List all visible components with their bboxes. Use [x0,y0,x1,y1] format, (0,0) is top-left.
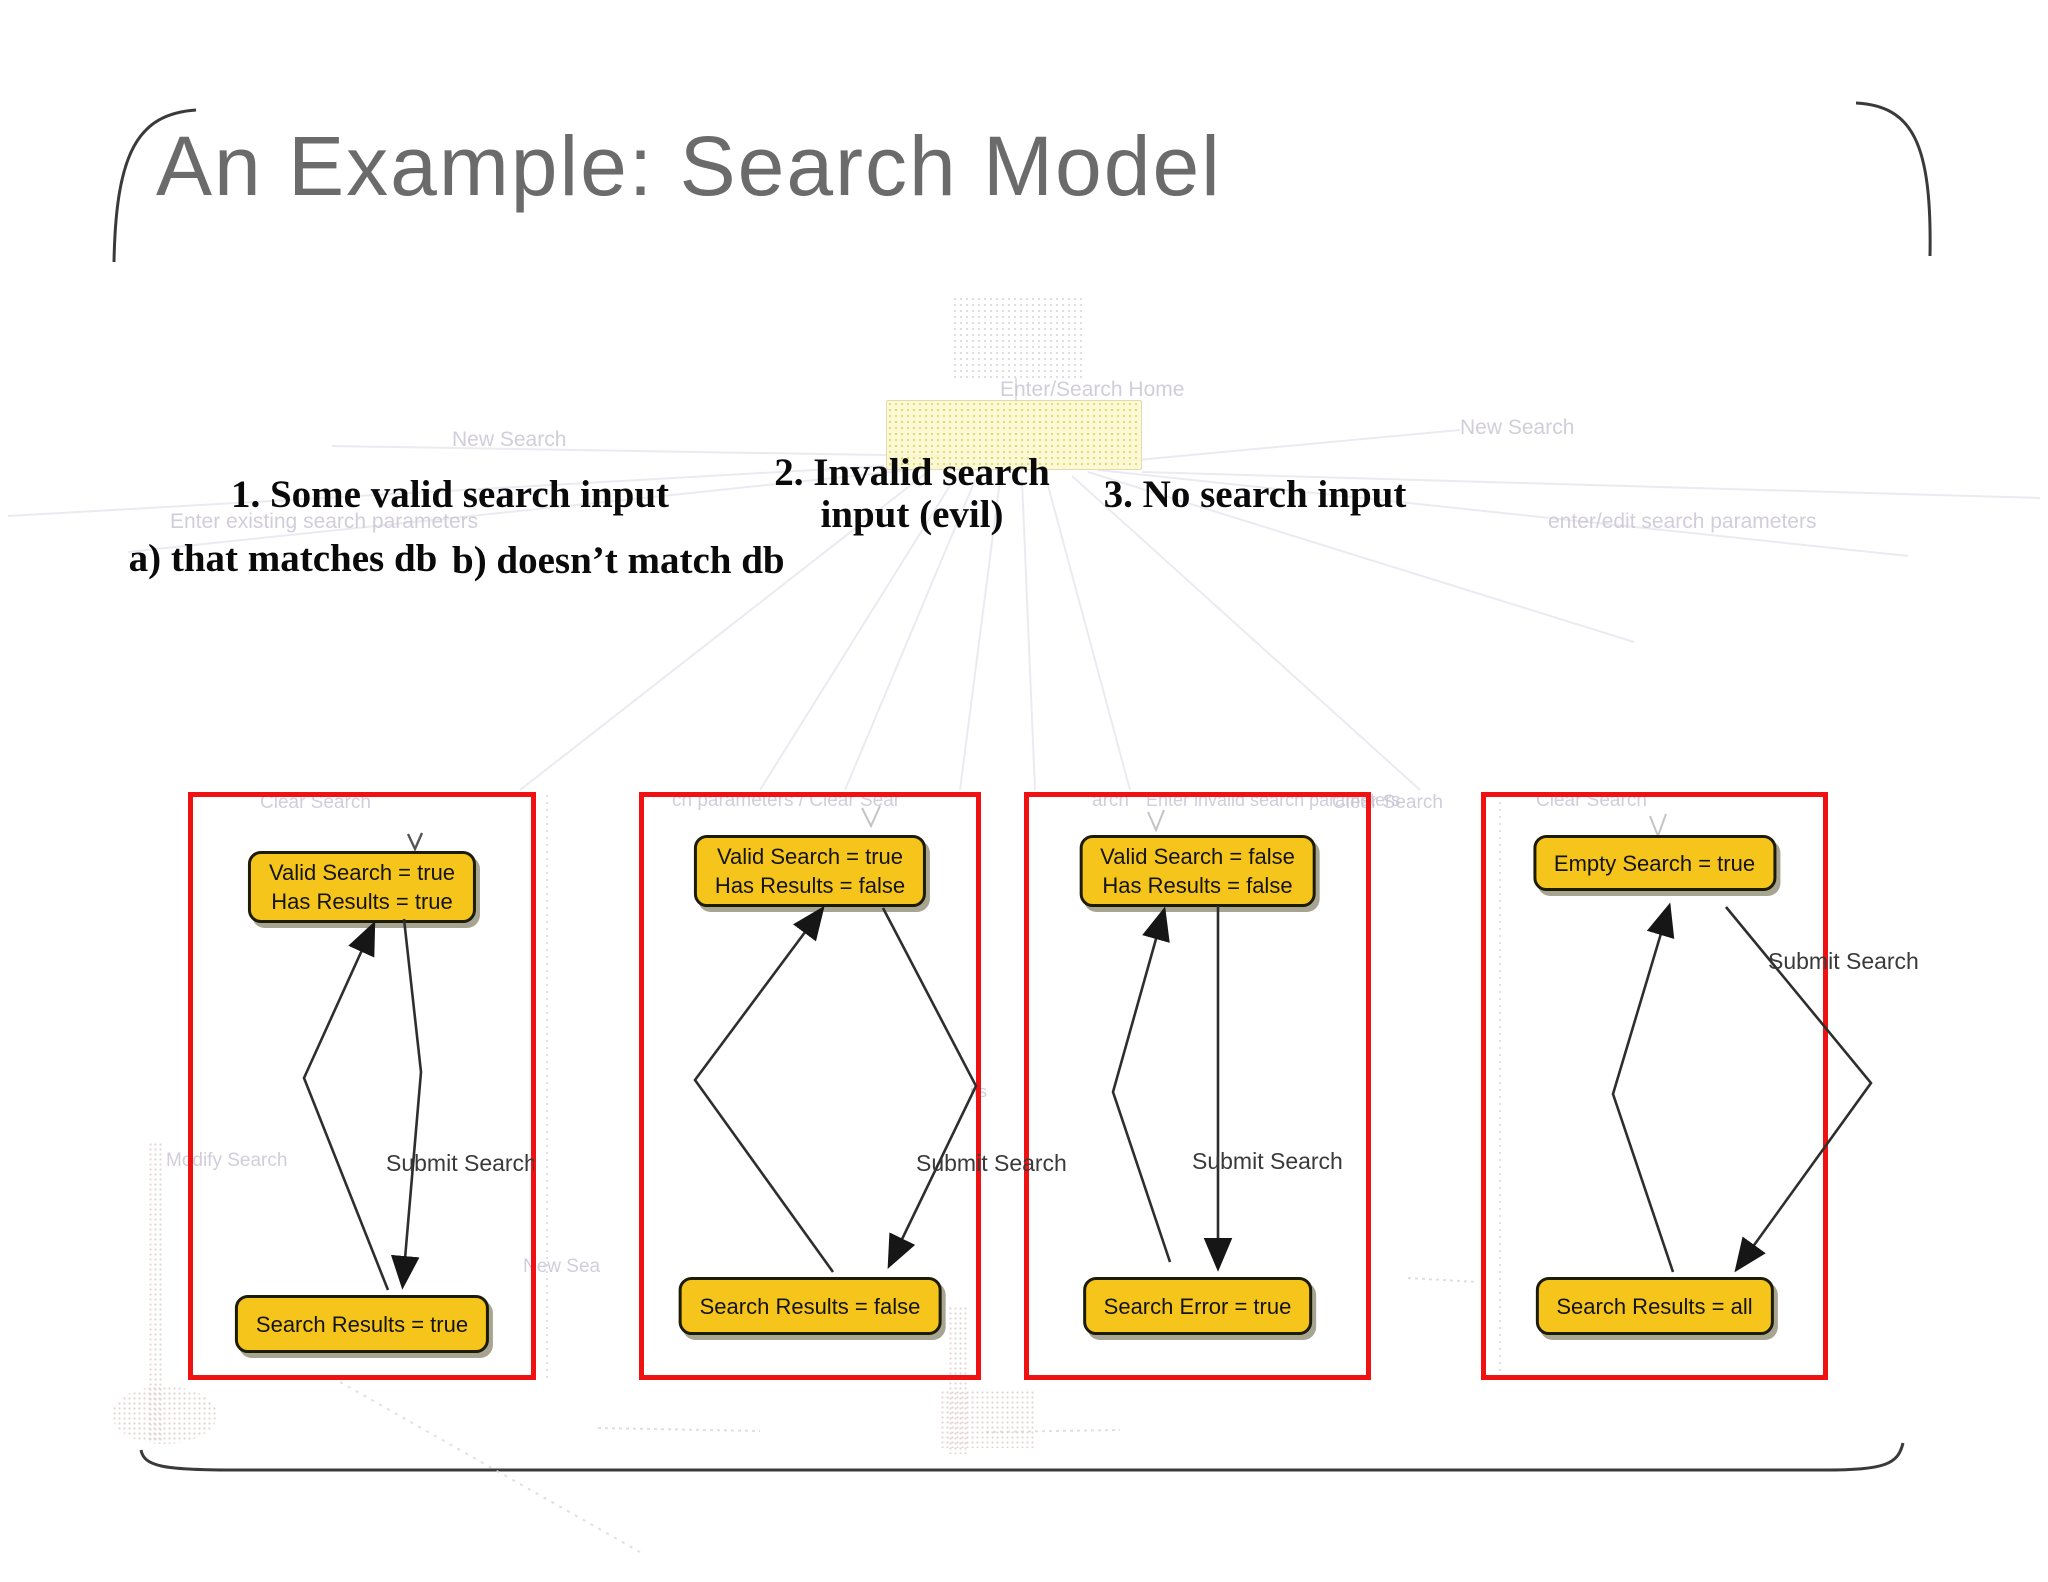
case-2-header-line-2: input (evil) [820,493,1004,536]
panel-invalid-input-evil: Valid Search = false Has Results = false… [1024,792,1371,1380]
case-2-header: 2. Invalid search input (evil) [762,452,1062,536]
state-line-2: Has Results = false [714,873,906,898]
state-line-2: Has Results = false [1102,873,1293,898]
case-1b-header: b) doesn’t match db [452,539,785,582]
case-2-header-line-1: 2. Invalid search [774,451,1050,494]
state-box-bottom: Search Results = all [1535,1277,1774,1335]
state-line-2: Has Results = true [271,889,453,914]
state-box-top: Valid Search = true Has Results = false [693,835,927,907]
transition-label-panel-3: Submit Search [1192,1148,1343,1174]
state-box-top: Valid Search = true Has Results = true [247,851,477,923]
panel-no-search-input: Empty Search = true Search Results = all [1481,792,1828,1380]
ghost-label-new-search-left: New Search [452,428,567,451]
panel-some-valid-input-matches-db: Valid Search = true Has Results = true S… [188,792,536,1380]
slide-title: An Example: Search Model [156,119,1222,213]
state-line-1: Valid Search = false [1100,844,1295,869]
case-1a-header: a) that matches db [128,537,438,580]
state-box-bottom: Search Results = false [678,1277,942,1335]
ghost-blob [112,1386,217,1444]
case-1-header: 1. Some valid search input [230,473,670,516]
ghost-strip [148,1142,164,1442]
state-line-1: Valid Search = true [716,844,904,869]
transition-label-panel-2: Submit Search [916,1150,1067,1176]
ghost-label-new-search-right: New Search [1460,416,1575,439]
frame-top-right-arc [1855,101,1932,257]
ghost-start-node [952,296,1082,378]
state-box-top: Empty Search = true [1532,835,1777,891]
transition-label-panel-4: Submit Search [1768,948,1919,974]
state-box-bottom: Search Error = true [1082,1277,1313,1335]
panel-some-valid-input-no-match: Valid Search = true Has Results = false … [639,792,981,1380]
transition-label-wrap: Submit Search [386,1150,534,1184]
state-line-1: Empty Search = true [1553,850,1756,876]
frame-bottom-line [139,1442,1905,1472]
transition-label-panel-1: Submit Search [386,1150,534,1176]
state-box-bottom: Search Results = true [234,1295,490,1353]
ghost-label-home: Enter/Search Home [1000,378,1185,401]
ghost-label-enter-params-right: enter/edit search parameters [1548,510,1817,533]
ghost-block [940,1390,1035,1448]
state-line-1: Valid Search = true [268,860,456,885]
state-box-top: Valid Search = false Has Results = false [1079,835,1316,907]
case-3-header: 3. No search input [1103,473,1407,516]
